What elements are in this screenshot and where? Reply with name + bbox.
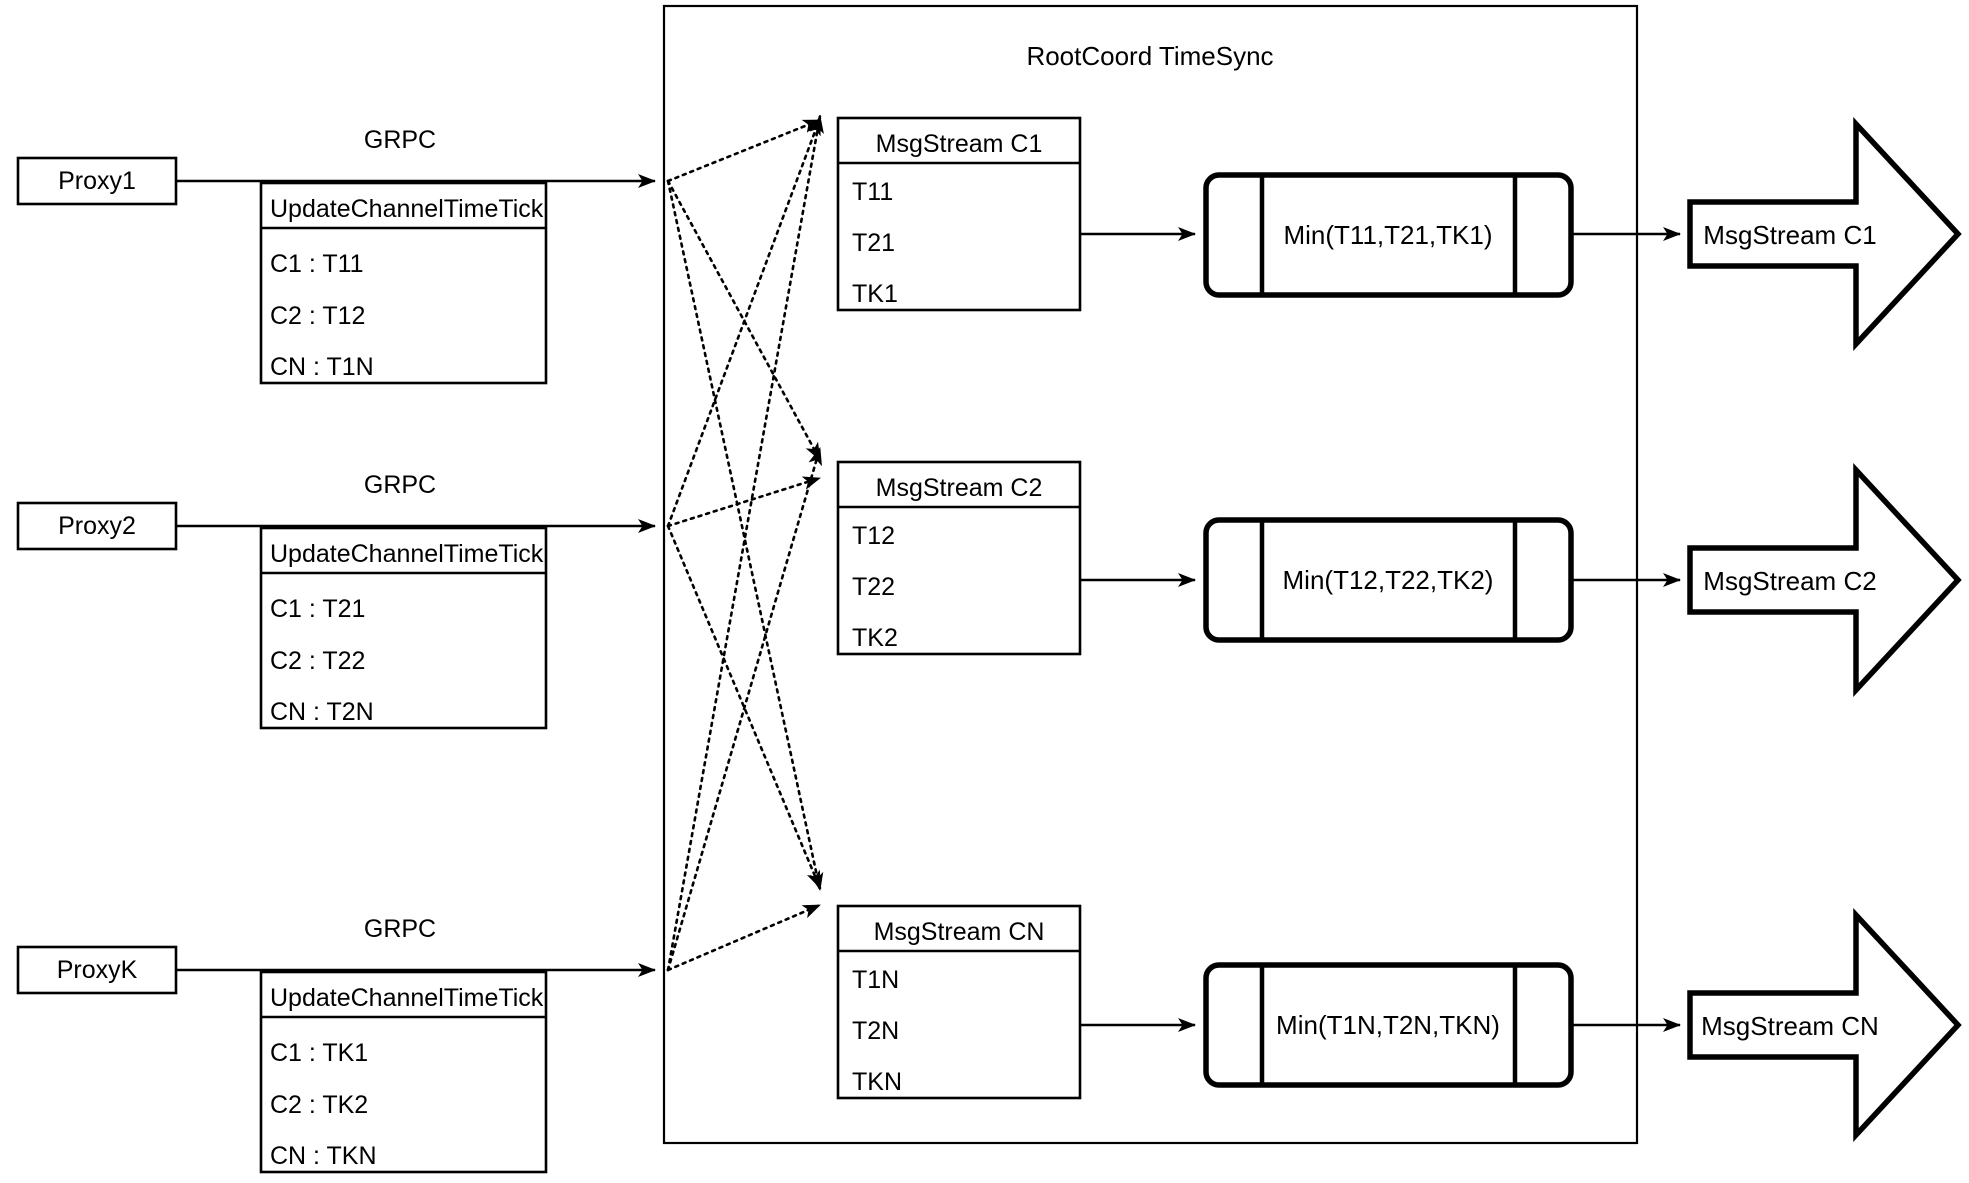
- timetick-row-2-2: CN : T2N: [270, 698, 374, 726]
- min-process-label-1: Min(T11,T21,TK1): [1283, 220, 1492, 250]
- update-channel-timetick-title-2: UpdateChannelTimeTick: [270, 540, 544, 568]
- timetick-row-2-1: C2 : T22: [270, 647, 365, 675]
- dotted-link-p2-c1: [666, 116, 822, 528]
- dotted-link-pk-c1: [666, 114, 824, 972]
- proxy-label-2: Proxy2: [58, 512, 136, 540]
- grpc-label-3: GRPC: [364, 915, 436, 943]
- msgstream-row-1-0: T11: [852, 178, 893, 206]
- rootcoord-timesync-container: [662, 4, 1639, 1145]
- min-process-label-3: Min(T1N,T2N,TKN): [1276, 1010, 1500, 1040]
- dotted-link-p2-cn: [666, 524, 822, 890]
- timetick-row-3-1: C2 : TK2: [270, 1091, 368, 1119]
- msgstream-row-3-0: T1N: [852, 966, 899, 994]
- output-block-arrow-3: [1687, 907, 1962, 1143]
- update-channel-timetick-table-2: [259, 526, 548, 730]
- msgstream-title-2: MsgStream C2: [876, 474, 1043, 502]
- proxy-label-1: Proxy1: [58, 167, 136, 195]
- proxy-box-2[interactable]: [16, 501, 178, 551]
- output-block-arrow-1: [1687, 116, 1962, 352]
- proxy-label-3: ProxyK: [57, 956, 138, 984]
- output-arrow-label-2: MsgStream C2: [1703, 566, 1876, 596]
- output-block-arrow-2: [1687, 462, 1962, 698]
- msgstream-row-2-0: T12: [852, 522, 895, 550]
- msgstream-box-3: [836, 904, 1082, 1100]
- dotted-link-p1-cn: [666, 179, 824, 892]
- msgstream-box-2: [836, 460, 1082, 656]
- proxy-box-1[interactable]: [16, 156, 178, 206]
- dotted-link-p2-c2: [666, 476, 822, 528]
- dotted-link-pk-cn: [666, 903, 822, 972]
- output-arrow-label-3: MsgStream CN: [1701, 1011, 1879, 1041]
- dotted-link-p1-c1: [666, 118, 822, 183]
- timetick-row-3-2: CN : TKN: [270, 1142, 377, 1170]
- dotted-link-pk-c2: [666, 446, 822, 972]
- msgstream-row-3-1: T2N: [852, 1017, 899, 1045]
- msgstream-title-1: MsgStream C1: [876, 130, 1043, 158]
- update-channel-timetick-table-1: [259, 181, 548, 385]
- timetick-row-2-0: C1 : T21: [270, 595, 365, 623]
- output-arrow-label-1: MsgStream C1: [1703, 220, 1876, 250]
- timetick-row-1-0: C1 : T11: [270, 250, 364, 278]
- rootcoord-timesync-title: RootCoord TimeSync: [1026, 41, 1273, 71]
- msgstream-title-3: MsgStream CN: [874, 918, 1045, 946]
- timetick-row-3-0: C1 : TK1: [270, 1039, 368, 1067]
- msgstream-row-1-1: T21: [852, 229, 895, 257]
- msgstream-box-1: [836, 116, 1082, 312]
- update-channel-timetick-title-3: UpdateChannelTimeTick: [270, 984, 544, 1012]
- update-channel-timetick-title-1: UpdateChannelTimeTick: [270, 195, 544, 223]
- timetick-row-1-1: C2 : T12: [270, 302, 365, 330]
- msgstream-row-3-2: TKN: [852, 1068, 902, 1096]
- grpc-label-1: GRPC: [364, 126, 436, 154]
- grpc-label-2: GRPC: [364, 471, 436, 499]
- msgstream-row-2-1: T22: [852, 573, 895, 601]
- msgstream-row-2-2: TK2: [852, 624, 898, 652]
- min-process-label-2: Min(T12,T22,TK2): [1283, 565, 1494, 595]
- update-channel-timetick-table-3: [259, 970, 548, 1174]
- msgstream-row-1-2: TK1: [852, 280, 898, 308]
- timetick-row-1-2: CN : T1N: [270, 353, 374, 381]
